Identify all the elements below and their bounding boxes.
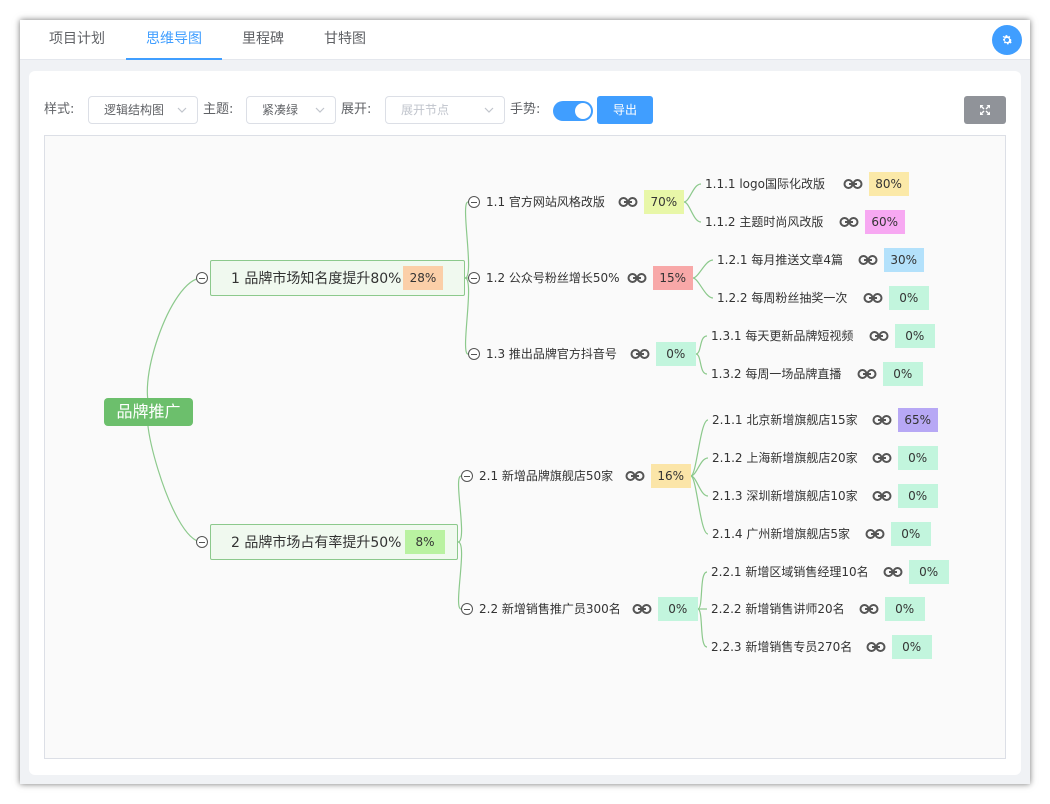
progress-badge: 0% [882, 362, 923, 386]
subtopic-label[interactable]: 1.2 公众号粉丝增长50% [486, 271, 620, 285]
tab-milestone[interactable]: 里程碑 [242, 31, 284, 47]
progress-badge: 28% [403, 266, 443, 290]
leaf-label[interactable]: 2.1.2 上海新增旗舰店20家 [712, 451, 858, 465]
progress-badge: 8% [405, 530, 445, 554]
link-icon[interactable] [865, 528, 885, 540]
gesture-toggle[interactable] [553, 101, 593, 121]
progress-badge: 0% [884, 597, 925, 621]
leaf-label[interactable]: 2.2.3 新增销售专员270名 [711, 640, 853, 654]
link-icon[interactable] [618, 196, 638, 208]
expand-select-placeholder: 展开节点 [401, 103, 450, 117]
branch-label: 1 品牌市场知名度提升80% [231, 271, 402, 287]
progress-badge: 0% [657, 597, 698, 621]
link-icon[interactable] [632, 603, 652, 615]
link-icon[interactable] [859, 603, 879, 615]
subtopic-label[interactable]: 1.3 推出品牌官方抖音号 [486, 347, 617, 361]
style-select-value: 逻辑结构图 [104, 103, 165, 117]
progress-badge: 60% [864, 210, 905, 234]
subtopic-label[interactable]: 2.1 新增品牌旗舰店50家 [479, 469, 614, 483]
link-icon[interactable] [858, 254, 878, 266]
collapse-toggle-icon[interactable] [468, 272, 480, 284]
leaf-label[interactable]: 2.2.2 新增销售讲师20名 [711, 602, 845, 616]
collapse-toggle-icon[interactable] [196, 536, 208, 548]
style-select[interactable]: 逻辑结构图 [88, 96, 198, 124]
link-icon[interactable] [869, 330, 889, 342]
leaf-label[interactable]: 1.1.1 logo国际化改版 [705, 177, 825, 191]
progress-badge: 0% [897, 446, 938, 470]
link-icon[interactable] [839, 216, 859, 228]
progress-badge: 15% [652, 266, 693, 290]
leaf-label[interactable]: 1.3.2 每周一场品牌直播 [711, 367, 842, 381]
theme-select-value: 紧凑绿 [262, 103, 299, 117]
leaf-label[interactable]: 2.1.3 深圳新增旗舰店10家 [712, 489, 858, 503]
link-icon[interactable] [625, 470, 645, 482]
link-icon[interactable] [872, 414, 892, 426]
link-icon[interactable] [872, 452, 892, 464]
fullscreen-button[interactable] [964, 96, 1006, 124]
collapse-toggle-icon[interactable] [196, 272, 208, 284]
progress-badge: 0% [888, 286, 929, 310]
theme-label: 主题: [203, 102, 234, 117]
link-icon[interactable] [872, 490, 892, 502]
link-icon[interactable] [627, 272, 647, 284]
leaf-label[interactable]: 1.2.1 每月推送文章4篇 [717, 253, 843, 267]
progress-badge: 0% [894, 324, 935, 348]
progress-badge: 0% [891, 635, 932, 659]
branch-label: 2 品牌市场占有率提升50% [231, 535, 402, 551]
progress-badge: 16% [650, 464, 691, 488]
settings-button[interactable] [992, 25, 1022, 55]
gesture-label: 手势: [510, 102, 541, 117]
link-icon[interactable] [630, 348, 650, 360]
leaf-label[interactable]: 2.1.4 广州新增旗舰店5家 [712, 527, 850, 541]
leaf-label[interactable]: 2.2.1 新增区域销售经理10名 [711, 565, 869, 579]
progress-badge: 0% [655, 342, 696, 366]
theme-select[interactable]: 紧凑绿 [246, 96, 336, 124]
root-node[interactable]: 品牌推广 [104, 398, 193, 426]
app-window: 项目计划 思维导图 里程碑 甘特图 样式: 逻辑结构图 主题: 紧凑绿 展开: [20, 20, 1030, 784]
collapse-toggle-icon[interactable] [461, 470, 473, 482]
progress-badge: 0% [908, 560, 949, 584]
link-icon[interactable] [863, 292, 883, 304]
link-icon[interactable] [883, 566, 903, 578]
tab-bar: 项目计划 思维导图 里程碑 甘特图 [20, 20, 1030, 60]
progress-badge: 30% [883, 248, 924, 272]
subtopic-label[interactable]: 1.1 官方网站风格改版 [486, 195, 605, 209]
leaf-label[interactable]: 2.1.1 北京新增旗舰店15家 [712, 413, 858, 427]
connector-lines [146, 183, 714, 648]
chevron-down-icon [315, 107, 325, 113]
leaf-label[interactable]: 1.2.2 每周粉丝抽奖一次 [717, 291, 848, 305]
expand-label: 展开: [341, 102, 372, 117]
expand-icon [980, 105, 990, 115]
progress-badge: 0% [890, 522, 931, 546]
chevron-down-icon [484, 107, 494, 113]
collapse-toggle-icon[interactable] [468, 348, 480, 360]
tab-mind-map[interactable]: 思维导图 [146, 31, 202, 47]
progress-badge: 70% [643, 190, 684, 214]
progress-badge: 0% [897, 484, 938, 508]
mindmap-canvas[interactable]: 品牌推广 1 品牌市场知名度提升80%28% 1.1 官方网站风格改版 70% 1.1… [44, 135, 1006, 759]
chevron-down-icon [177, 107, 187, 113]
toolbar: 样式: 逻辑结构图 主题: 紧凑绿 展开: 展开节点 手势: 导出 [29, 71, 1021, 131]
tab-project-plan[interactable]: 项目计划 [49, 31, 105, 47]
active-tab-indicator [126, 58, 222, 60]
link-icon[interactable] [843, 178, 863, 190]
style-label: 样式: [44, 102, 75, 117]
tab-gantt[interactable]: 甘特图 [324, 31, 366, 47]
leaf-label[interactable]: 1.3.1 每天更新品牌短视频 [711, 329, 854, 343]
leaf-label[interactable]: 1.1.2 主题时尚风改版 [705, 215, 824, 229]
link-icon[interactable] [857, 368, 877, 380]
subtopic-label[interactable]: 2.2 新增销售推广员300名 [479, 602, 621, 616]
collapse-toggle-icon[interactable] [468, 196, 480, 208]
link-icon[interactable] [866, 641, 886, 653]
expand-select[interactable]: 展开节点 [385, 96, 505, 124]
gear-icon [1002, 35, 1013, 45]
toggle-knob [575, 103, 591, 119]
progress-badge: 65% [897, 408, 938, 432]
collapse-toggle-icon[interactable] [461, 603, 473, 615]
export-button[interactable]: 导出 [597, 96, 653, 124]
progress-badge: 80% [868, 172, 909, 196]
mindmap-card: 样式: 逻辑结构图 主题: 紧凑绿 展开: 展开节点 手势: 导出 [29, 71, 1021, 775]
